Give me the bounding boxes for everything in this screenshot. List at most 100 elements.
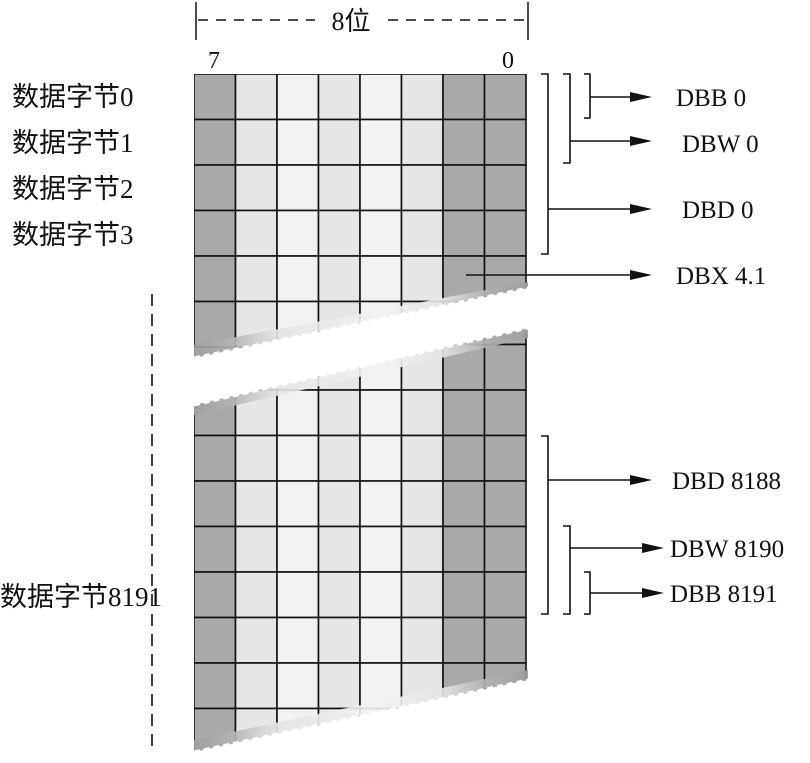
- grid-bottom-cell: [483, 525, 527, 573]
- grid-bottom-cell: [317, 434, 361, 482]
- arrow-head-dbx41: [630, 270, 652, 280]
- grid-top-cell: [194, 209, 237, 257]
- grid-top-cell: [276, 118, 320, 166]
- grid-bottom-cell: [442, 616, 486, 664]
- address-brackets-bottom: [541, 435, 591, 615]
- grid-bottom-cell: [483, 389, 527, 437]
- address-label-dbw0: DBW 0: [682, 131, 759, 158]
- msb-label: 7: [208, 48, 220, 74]
- grid-bottom-cell: [400, 707, 444, 752]
- grid-top-cell: [276, 74, 320, 121]
- grid-bottom-cell: [194, 434, 237, 482]
- grid-bottom-cell: [194, 525, 237, 573]
- grid-bottom-cell: [483, 434, 527, 482]
- bit-width-label: 8位: [331, 7, 370, 36]
- grid-bottom-cell: [359, 525, 403, 573]
- grid-bottom-cell: [483, 571, 527, 619]
- address-label-dbx41: DBX 4.1: [676, 263, 766, 290]
- bit-width-indicator: 8位 7 0: [195, 2, 529, 74]
- grid-bottom-cell: [400, 389, 444, 437]
- grid-bottom-cell: [359, 434, 403, 482]
- grid-bottom-cell: [194, 571, 237, 619]
- byte-label-1: 数据字节1: [12, 128, 134, 158]
- grid-top-cell: [194, 74, 237, 121]
- grid-top-cell: [359, 164, 403, 212]
- address-label-dbd8188: DBD 8188: [672, 468, 781, 495]
- grid-top-cell: [400, 164, 444, 212]
- grid-top-cell: [400, 118, 444, 166]
- grid-bottom-cell: [317, 571, 361, 619]
- grid-bottom-cell: [442, 434, 486, 482]
- arrow-head-dbw0: [630, 136, 652, 146]
- grid-bottom-cell: [359, 389, 403, 437]
- byte-label-0: 数据字节0: [12, 82, 134, 112]
- memory-grid-top: [194, 74, 527, 358]
- grid-top-cell: [276, 164, 320, 212]
- grid-bottom-cell: [400, 616, 444, 664]
- arrow-head-dbw8190: [642, 543, 664, 553]
- grid-top-cell: [400, 255, 444, 303]
- grid-bottom-cell: [194, 662, 237, 710]
- arrow-head-dbb8191: [642, 588, 664, 598]
- byte-label-2: 数据字节2: [12, 174, 134, 204]
- grid-bottom-cell: [483, 707, 527, 752]
- break-edge-mid: [193, 326, 529, 407]
- grid-top-cell: [234, 209, 278, 257]
- bracket-dbd8188: [541, 435, 549, 615]
- grid-bottom-cell: [276, 434, 320, 482]
- grid-top-cell: [442, 118, 486, 166]
- grid-top-cell: [234, 164, 278, 212]
- grid-bottom-cell: [234, 616, 278, 664]
- address-label-dbb0: DBB 0: [676, 85, 746, 112]
- address-labels: DBB 0 DBW 0 DBD 0 DBX 4.1 DBD 8188 DBW 8…: [670, 85, 784, 608]
- grid-top-cell: [317, 74, 361, 121]
- grid-top-cell: [234, 346, 278, 358]
- grid-top-cell: [483, 209, 527, 257]
- grid-top-cell: [483, 118, 527, 166]
- arrow-head-dbd0: [630, 204, 652, 214]
- address-brackets-top: [541, 73, 591, 255]
- grid-bottom-cell: [400, 434, 444, 482]
- break-edges: [193, 282, 529, 754]
- grid-bottom-cell: [442, 389, 486, 437]
- grid-bottom-cell: [317, 525, 361, 573]
- grid-bottom-cell: [276, 662, 320, 710]
- grid-bottom-cell: [317, 389, 361, 437]
- arrow-head-dbb0: [630, 92, 652, 102]
- grid-top-cell: [359, 118, 403, 166]
- grid-bottom-cell: [194, 616, 237, 664]
- grid-bottom-cell: [317, 480, 361, 528]
- grid-top-cell: [234, 255, 278, 303]
- break-shade-bottom: [194, 670, 528, 752]
- grid-bottom-cell: [234, 434, 278, 482]
- grid-bottom-cell: [442, 707, 486, 752]
- break-shade-mid: [194, 328, 528, 415]
- address-arrows-bottom: [548, 475, 664, 598]
- bracket-dbd0: [541, 73, 549, 255]
- grid-top-cell: [483, 74, 527, 121]
- grid-top-cell: [317, 164, 361, 212]
- grid-bottom-cell: [442, 571, 486, 619]
- arrow-head-dbd8188: [630, 475, 652, 485]
- bracket-dbw0: [563, 73, 571, 164]
- bracket-dbb0: [584, 73, 591, 119]
- grid-top-cell: [359, 74, 403, 121]
- grid-top-cell: [359, 209, 403, 257]
- grid-bottom-cell: [359, 707, 403, 752]
- grid-top-cell: [442, 209, 486, 257]
- grid-bottom-cell: [442, 480, 486, 528]
- grid-top-cell: [400, 74, 444, 121]
- grid-bottom-cell: [234, 662, 278, 710]
- grid-bottom-cell: [194, 480, 237, 528]
- byte-label-3: 数据字节3: [12, 220, 134, 250]
- address-label-dbd0: DBD 0: [682, 197, 754, 224]
- grid-top-cell: [276, 209, 320, 257]
- grid-bottom-cell: [317, 616, 361, 664]
- grid-bottom-cell: [400, 525, 444, 573]
- grid-bottom-cell: [234, 480, 278, 528]
- break-edge-bottom: [193, 678, 529, 754]
- grid-top-cell: [194, 255, 237, 303]
- address-label-dbb8191: DBB 8191: [670, 581, 778, 608]
- grid-top-cell: [276, 255, 320, 303]
- grid-top-cell: [194, 118, 237, 166]
